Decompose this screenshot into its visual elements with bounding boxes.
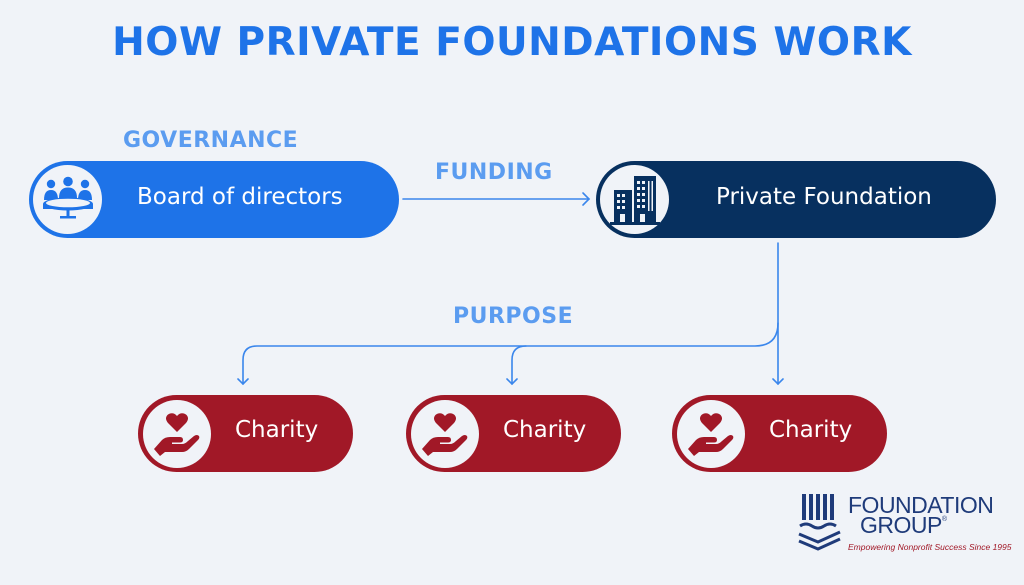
charity-node-2: Charity bbox=[406, 395, 621, 472]
logo-line1: FOUNDATION bbox=[848, 492, 994, 518]
purpose-label: PURPOSE bbox=[453, 304, 574, 329]
columns-logo-icon bbox=[798, 494, 841, 551]
board-label: Board of directors bbox=[137, 184, 343, 210]
charity-label-2: Charity bbox=[503, 417, 587, 443]
foundation-group-logo: FOUNDATION GROUP® Empowering Nonprofit S… bbox=[796, 492, 1011, 558]
charity-node-1: Charity bbox=[138, 395, 353, 472]
private-foundation-node: Private Foundation bbox=[596, 161, 996, 238]
governance-label: GOVERNANCE bbox=[123, 128, 299, 153]
logo-line2-text: GROUP bbox=[860, 512, 942, 538]
charity-node-3: Charity bbox=[672, 395, 887, 472]
board-of-directors-node: Board of directors bbox=[29, 161, 399, 238]
hand-heart-icon bbox=[677, 400, 745, 468]
page-title: HOW PRIVATE FOUNDATIONS WORK bbox=[112, 20, 912, 65]
hand-heart-icon bbox=[143, 400, 211, 468]
office-building-icon bbox=[600, 165, 669, 234]
charity-label-1: Charity bbox=[235, 417, 319, 443]
charity-label-3: Charity bbox=[769, 417, 853, 443]
hand-heart-icon bbox=[411, 400, 479, 468]
foundation-label: Private Foundation bbox=[716, 184, 932, 210]
funding-label: FUNDING bbox=[435, 160, 553, 185]
logo-tagline: Empowering Nonprofit Success Since 1995 bbox=[848, 542, 1012, 552]
logo-line2: GROUP® bbox=[860, 512, 947, 539]
board-meeting-icon bbox=[33, 165, 102, 234]
registered-mark: ® bbox=[941, 516, 947, 523]
